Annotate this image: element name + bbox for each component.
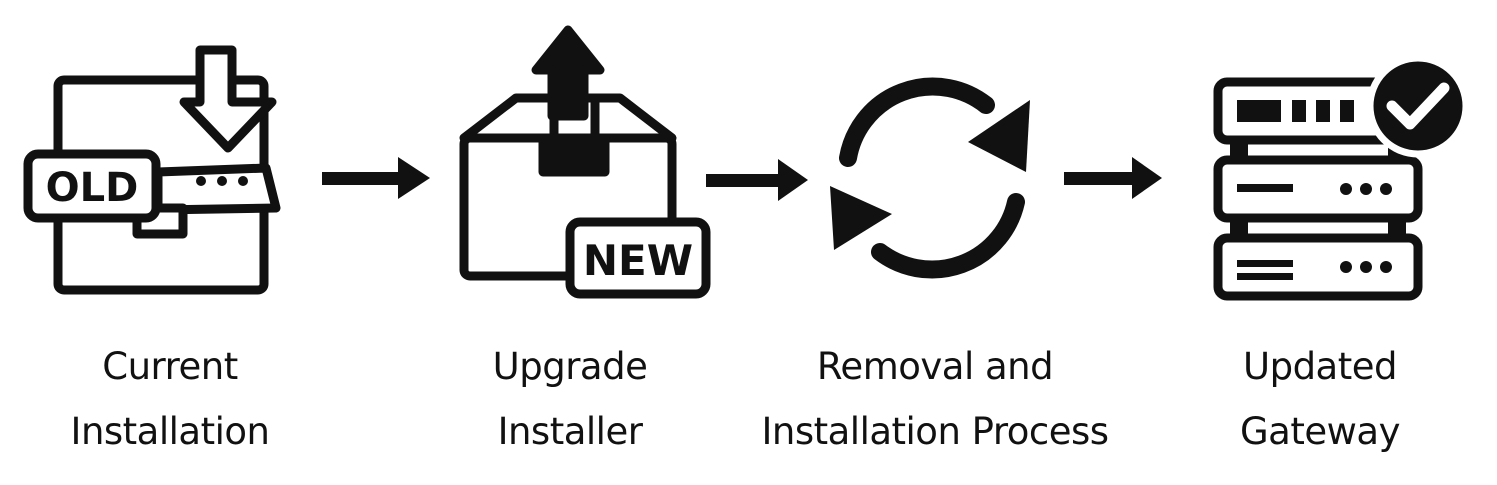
check-badge-icon xyxy=(1366,54,1470,158)
step-label-updated-gateway: Updated Gateway xyxy=(1240,345,1400,453)
new-package-icon xyxy=(459,25,711,299)
arrow-right-icon xyxy=(1064,157,1162,199)
arrow-right-icon xyxy=(322,157,430,199)
new-badge-text: NEW xyxy=(583,236,693,285)
old-badge-text: OLD xyxy=(46,165,139,211)
arrow-right-icon xyxy=(706,159,808,201)
old-badge xyxy=(23,149,161,223)
step-label-upgrade-installer: Upgrade Installer xyxy=(492,345,648,453)
step-label-current-installation: Current Installation xyxy=(70,345,270,453)
old-package-icon xyxy=(23,45,281,295)
new-badge xyxy=(565,217,711,299)
refresh-cycle-icon xyxy=(830,77,1030,279)
step-label-removal-installation: Removal and Installation Process xyxy=(761,345,1109,453)
server-check-icon xyxy=(1213,54,1470,301)
